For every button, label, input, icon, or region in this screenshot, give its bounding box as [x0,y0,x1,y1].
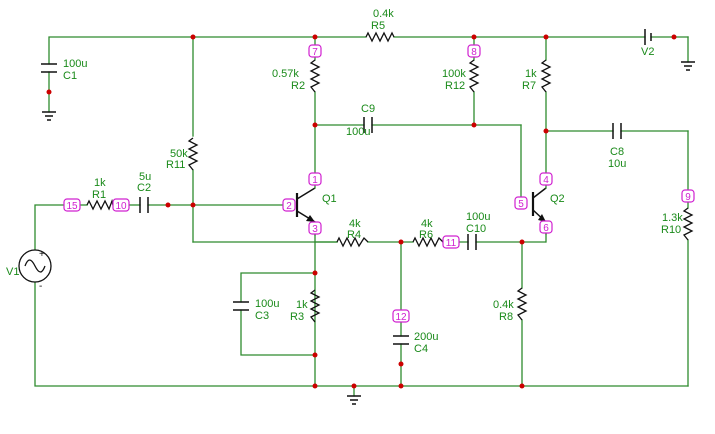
c4-value: 200u [414,331,438,343]
q1-name: Q1 [322,193,337,205]
svg-text:3: 3 [312,224,318,235]
node-label-3: 3 [308,221,322,235]
node-label-9: 9 [681,189,695,203]
svg-text:10: 10 [115,201,127,212]
node-label-11: 11 [442,235,460,249]
r4-value: 4k [349,218,361,230]
svg-text:5: 5 [518,199,524,210]
resistor-r12: 100k R12 [442,59,480,93]
r2-value: 0.57k [272,68,299,80]
svg-text:1: 1 [312,175,318,186]
ground-c1 [42,111,56,121]
capacitor-c1: 100u C1 [41,58,87,82]
svg-text:11: 11 [446,238,457,249]
c10-name: C10 [466,223,486,235]
svg-text:7: 7 [312,47,318,58]
capacitor-c4: 200u C4 [393,331,438,355]
c10-value: 100u [466,211,490,223]
transistor-q2: Q2 [531,172,565,235]
resistor-r3: 1k R3 [290,289,321,323]
r5-name: R5 [371,20,385,32]
resistor-r5: 0.4k R5 [365,8,395,43]
resistor-r11: 50k R11 [166,137,199,171]
battery-v2: V2 [641,29,654,58]
r4-name: R4 [347,229,361,241]
q2-name: Q2 [550,193,565,205]
r10-name: R10 [661,224,681,236]
c8-name: C8 [610,146,624,158]
r11-name: R11 [166,159,185,171]
node-label-15: 15 [63,198,81,212]
r2-name: R2 [291,80,305,92]
node-label-10: 10 [112,198,130,212]
c3-name: C3 [255,310,269,322]
resistor-r7: 1k R7 [522,59,552,93]
resistor-r10: 1.3k R10 [661,207,694,241]
node-label-4: 4 [539,172,553,186]
r1-name: R1 [92,189,106,201]
r3-name: R3 [290,311,304,323]
r8-value: 0.4k [493,299,514,311]
r12-name: R12 [445,80,465,92]
ac-source-v1: + - V1 [6,249,52,292]
svg-text:9: 9 [685,192,691,203]
resistor-r2: 0.57k R2 [272,59,321,93]
svg-text:2: 2 [286,201,292,212]
svg-text:4: 4 [543,175,549,186]
v2-name: V2 [641,46,654,58]
node-label-12: 12 [392,309,410,323]
v1-plus: + [39,249,45,260]
node-label-8: 8 [467,44,481,58]
r1-value: 1k [94,177,106,189]
v1-name: V1 [6,266,19,278]
c9-value: 100u [346,126,370,138]
capacitor-c3: 100u C3 [233,298,279,322]
r10-value: 1.3k [662,212,683,224]
resistor-r4: 4k R4 [336,218,369,248]
v1-minus: - [39,281,42,292]
r11-value: 50k [170,148,188,160]
r6-value: 4k [421,218,433,230]
svg-text:6: 6 [543,223,549,234]
svg-text:15: 15 [66,201,78,212]
resistor-r8: 0.4k R8 [493,287,528,323]
capacitor-c8: C8 10u [608,123,626,170]
c1-value: 100u [63,58,87,70]
node-label-5: 5 [514,196,528,210]
r8-name: R8 [499,311,513,323]
r7-name: R7 [522,80,536,92]
svg-text:8: 8 [471,47,477,58]
c3-value: 100u [255,298,279,310]
node-label-6: 6 [539,220,553,234]
node-label-1: 1 [308,172,322,186]
ground-v2 [681,61,695,71]
c9-name: C9 [361,103,375,115]
capacitor-c9: C9 100u [346,103,375,138]
resistor-r1: 1k R1 [86,177,114,211]
resistor-r6: 4k R6 [412,218,444,248]
r7-value: 1k [525,68,537,80]
c4-name: C4 [414,343,428,355]
svg-text:12: 12 [395,312,407,323]
c2-value: 5u [139,171,151,183]
node-label-2: 2 [282,198,296,212]
capacitor-c2: 5u C2 [137,171,151,213]
c1-name: C1 [63,70,77,82]
c8-value: 10u [608,158,626,170]
c2-name: C2 [137,182,151,194]
r6-name: R6 [419,229,433,241]
wires [34,36,689,397]
r5-value: 0.4k [373,8,394,20]
ground-main [347,395,361,405]
node-label-7: 7 [308,44,322,58]
junction-dots [46,34,677,389]
r12-value: 100k [442,68,466,80]
r3-value: 1k [296,299,308,311]
capacitor-c10: 100u C10 [466,211,490,250]
